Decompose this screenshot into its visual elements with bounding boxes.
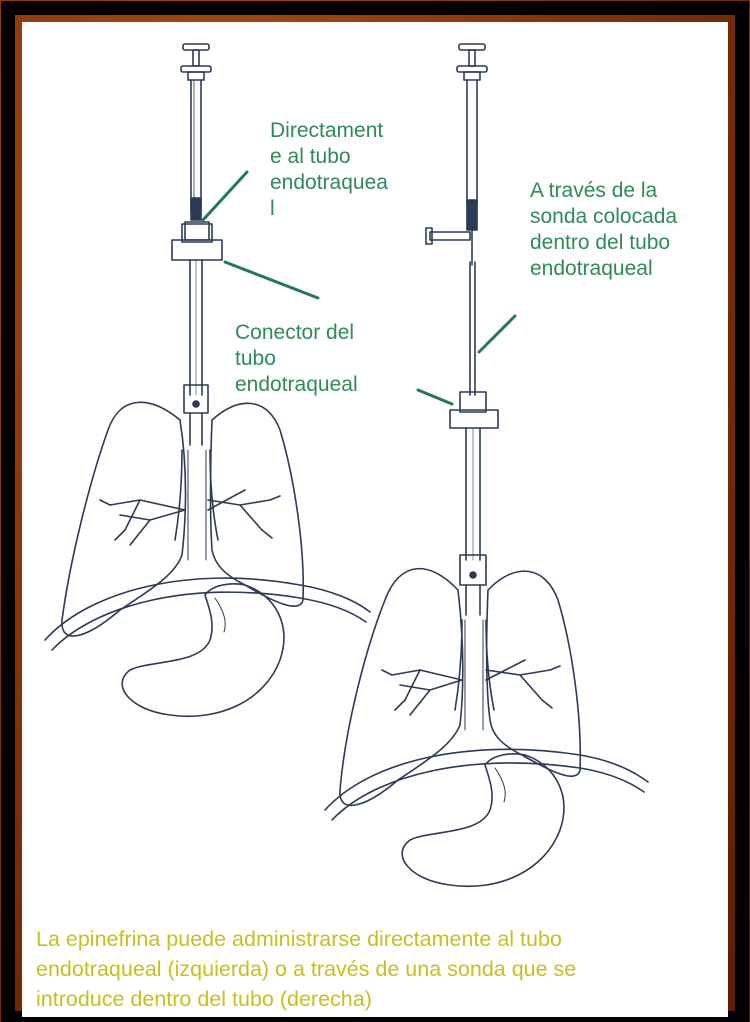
left-endotracheal-tube [184,260,208,445]
label-probe: A través de la sonda colocada dentro del… [530,178,677,282]
caption-line-1: La epinefrina puede administrarse direct… [36,924,736,954]
caption: La epinefrina puede administrarse direct… [36,924,736,1014]
left-diaphragm [45,578,370,650]
right-endotracheal-tube [460,428,486,615]
leader-direct [203,172,247,220]
label-connector: Conector del tubo endotraqueal [235,320,358,398]
label-probe-line-4: endotraqueal [530,256,677,282]
label-direct-line-1: Directament [270,118,388,144]
leader-connector-right [418,390,452,404]
right-diaphragm [325,749,648,820]
leader-probe [479,316,515,352]
label-connector-line-1: Conector del [235,320,358,346]
caption-line-2: endotraqueal (izquierda) o a través de u… [36,954,736,984]
right-syringe [426,44,487,265]
label-probe-line-1: A través de la [530,178,677,204]
label-probe-line-3: dentro del tubo [530,230,677,256]
label-direct-line-2: e al tubo [270,144,388,170]
right-lungs [340,569,580,806]
label-probe-line-2: sonda colocada [530,204,677,230]
label-direct-line-4: l [270,196,388,222]
leader-connector-left [225,262,318,298]
right-connector [450,392,498,428]
right-stomach [402,754,564,886]
left-lungs [62,402,303,636]
caption-line-3: introduce dentro del tubo (derecha) [36,984,736,1014]
right-probe-catheter [470,262,475,395]
label-direct-line-3: endotraquea [270,170,388,196]
label-connector-line-3: endotraqueal [235,372,358,398]
left-connector [172,224,222,260]
left-syringe [181,44,211,240]
label-direct: Directament e al tubo endotraquea l [270,118,388,222]
label-connector-line-2: tubo [235,346,358,372]
left-stomach [122,584,284,716]
